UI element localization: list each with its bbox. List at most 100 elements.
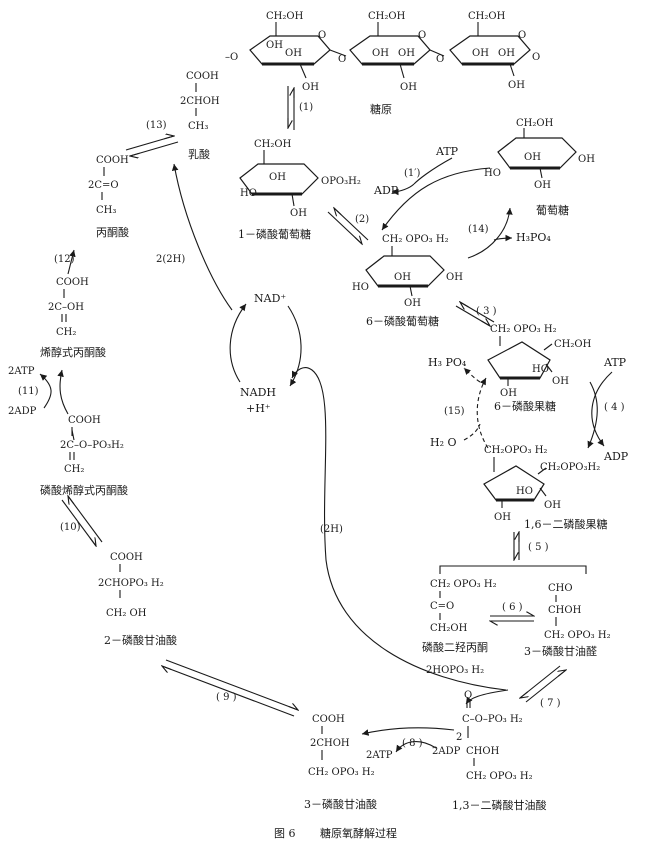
- glycogen-end-left: –O: [225, 52, 238, 63]
- bpg-l1: C–O–PO₃ H₂: [462, 714, 523, 725]
- glycogen-ring-2: CH₂OH O OH OH OH: [349, 11, 431, 93]
- pg2-l3: CH₂ OH: [106, 608, 147, 619]
- g3p-label: 3－磷酸甘油醛: [524, 644, 597, 658]
- glycogen-oh-1c: OH: [302, 82, 319, 93]
- fbp-right: CH₂OPO₃H₂: [540, 462, 600, 473]
- step-15-label: (15): [444, 406, 465, 417]
- h3po4-14: H₃PO₄: [516, 231, 551, 244]
- step-7: ( 7 ): [465, 665, 566, 709]
- figure-caption: 图 6 糖原氧酵解过程: [274, 826, 397, 840]
- pyruvate-label: 丙酮酸: [96, 225, 129, 239]
- 1-3-bisphosphoglycerate: O C–O–PO₃ H₂ 2 2ADP CHOH CH₂ OPO₃ H₂ 1,3…: [432, 690, 547, 812]
- glucose-oh-4: OH: [534, 180, 551, 191]
- g3p-l1: CHO: [548, 583, 573, 594]
- pep-l1: COOH: [68, 415, 101, 426]
- glycogen-oh-3b: OH: [498, 48, 515, 59]
- glycogen-ring-3: CH₂OH O OH OH OH O: [449, 11, 540, 91]
- step-8: ( 8 ) 2ATP: [361, 727, 455, 761]
- pyruvate-l2: 2C=O: [88, 180, 119, 191]
- pg3-l2: 2CHOH: [310, 738, 350, 749]
- lactate-l2: 2CHOH: [180, 96, 220, 107]
- pep-label: 磷酸烯醇式丙酮酸: [40, 483, 128, 497]
- f6p-ch2oh: CH₂OH: [554, 339, 592, 350]
- g6p-oh-4: OH: [404, 298, 421, 309]
- lactate-label: 乳酸: [188, 147, 210, 161]
- step-1-label: (1): [299, 102, 313, 113]
- glucose-oh-3: OH: [578, 154, 595, 165]
- phosphoenolpyruvate: COOH 2C–O–PO₃H₂ CH₂ 磷酸烯醇式丙酮酸: [40, 415, 128, 497]
- g3p-l2: CHOH: [548, 605, 582, 616]
- caption-title: 糖原氧酵解过程: [320, 826, 397, 840]
- glycogen-ring-1: CH₂OH O OH OH OH –O: [225, 11, 331, 93]
- fbp-label: 1,6－二磷酸果糖: [524, 517, 608, 531]
- glucose-6-phosphate: CH₂ OPO₃ H₂ HO OH OH OH 6－磷酸葡萄糖: [352, 234, 463, 328]
- step-8-label: ( 8 ): [402, 738, 423, 749]
- step-14: H₃PO₄ (14): [467, 207, 551, 259]
- h3po4-15: H₃ PO₄: [428, 356, 467, 369]
- step-1-arrows: (1): [287, 86, 313, 130]
- fbp-oh-2: OH: [494, 512, 511, 523]
- adp-4: ADP: [603, 450, 629, 463]
- glycogen-ch2oh-2: CH₂OH: [368, 11, 406, 22]
- step-10-label: (10): [60, 522, 81, 533]
- enol-label: 烯醇式丙酮酸: [40, 345, 106, 359]
- step-2-label: (2): [355, 214, 369, 225]
- fructose-1-6-bisphosphate: CH₂OPO₃ H₂ CH₂OPO₃H₂ HO OH OH 1,6－二磷酸果糖: [483, 445, 608, 531]
- step-2-arrows: (2): [327, 208, 369, 244]
- 3-phosphoglycerate: COOH 2CHOH CH₂ OPO₃ H₂ 3－磷酸甘油酸: [304, 714, 377, 811]
- pyruvate: COOH 2C=O CH₃ 丙酮酸: [88, 155, 129, 239]
- step-1p: ATP ADP (1′): [373, 145, 491, 231]
- step-12-label: (12): [54, 254, 75, 265]
- enol-l1: COOH: [56, 277, 89, 288]
- pg2-label: 2－磷酸甘油酸: [104, 633, 177, 647]
- g3p-l3: CH₂ OPO₃ H₂: [544, 630, 611, 641]
- step-4: ATP ADP ( 4 ): [587, 356, 629, 463]
- glycogen-o-3: O: [518, 30, 526, 41]
- pep-l3: CH₂: [64, 464, 84, 475]
- glycogen-end-right: O: [532, 52, 540, 63]
- atp-8: 2ATP: [366, 750, 393, 761]
- glycogen-oh-3c: OH: [508, 80, 525, 91]
- fbp-oh-3: OH: [544, 500, 561, 511]
- fbp-oh-1: HO: [516, 486, 533, 497]
- glycogen-o-1: O: [318, 30, 326, 41]
- enol-l2: 2C–OH: [48, 302, 84, 313]
- bpg-label: 1,3－二磷酸甘油酸: [452, 798, 547, 812]
- step-10: (10): [60, 496, 103, 546]
- g6p-oh-1: HO: [352, 282, 369, 293]
- glycogen-o-2: O: [418, 30, 426, 41]
- pg2-l2: 2CHOPO₃ H₂: [98, 578, 164, 589]
- bpg-o: O: [464, 690, 472, 701]
- atp-11: 2ATP: [8, 366, 35, 377]
- step-3-label: ( 3 ): [476, 306, 497, 317]
- h2-mid: (2H): [320, 524, 343, 535]
- pep-l2: 2C–O–PO₃H₂: [60, 440, 124, 451]
- glucose-1-phosphate: CH₂OH OH HO OH OPO₃H₂ 1－磷酸葡萄糖: [238, 139, 361, 241]
- lactate-l1: COOH: [186, 71, 219, 82]
- h-plus: +H⁺: [246, 402, 271, 415]
- dhap-label: 磷酸二羟丙酮: [422, 640, 488, 654]
- glucose-label: 葡萄糖: [536, 203, 569, 217]
- f6p-oh-1: HO: [532, 364, 549, 375]
- step-5: ( 5 ): [439, 532, 587, 574]
- caption-fig: 图 6: [274, 827, 296, 840]
- fbp-left: CH₂OPO₃ H₂: [484, 445, 547, 456]
- glycogen-ch2oh-1: CH₂OH: [266, 11, 304, 22]
- atp-4: ATP: [603, 356, 627, 369]
- step-13: (13): [125, 120, 179, 156]
- nad-cycle: NAD⁺ NADH +H⁺ 2(2H) (2H): [156, 163, 507, 691]
- enol-l3: CH₂: [56, 327, 76, 338]
- dhap-l1: CH₂ OPO₃ H₂: [430, 579, 497, 590]
- step-4-label: ( 4 ): [604, 402, 625, 413]
- pg3-l1: COOH: [312, 714, 345, 725]
- nadh: NADH: [240, 386, 276, 399]
- glucose-oh-1: HO: [484, 168, 501, 179]
- glucose-ch2oh: CH₂OH: [516, 118, 554, 129]
- glucose: CH₂OH HO OH OH OH 葡萄糖: [484, 118, 595, 217]
- 2-phosphoglycerate: COOH 2CHOPO₃ H₂ CH₂ OH 2－磷酸甘油酸: [98, 552, 177, 647]
- step-15: H₃ PO₄ H₂ O (15): [428, 356, 489, 449]
- g6p-oh-2: OH: [394, 272, 411, 283]
- step-5-label: ( 5 ): [528, 542, 549, 553]
- g6p-oh-3: OH: [446, 272, 463, 283]
